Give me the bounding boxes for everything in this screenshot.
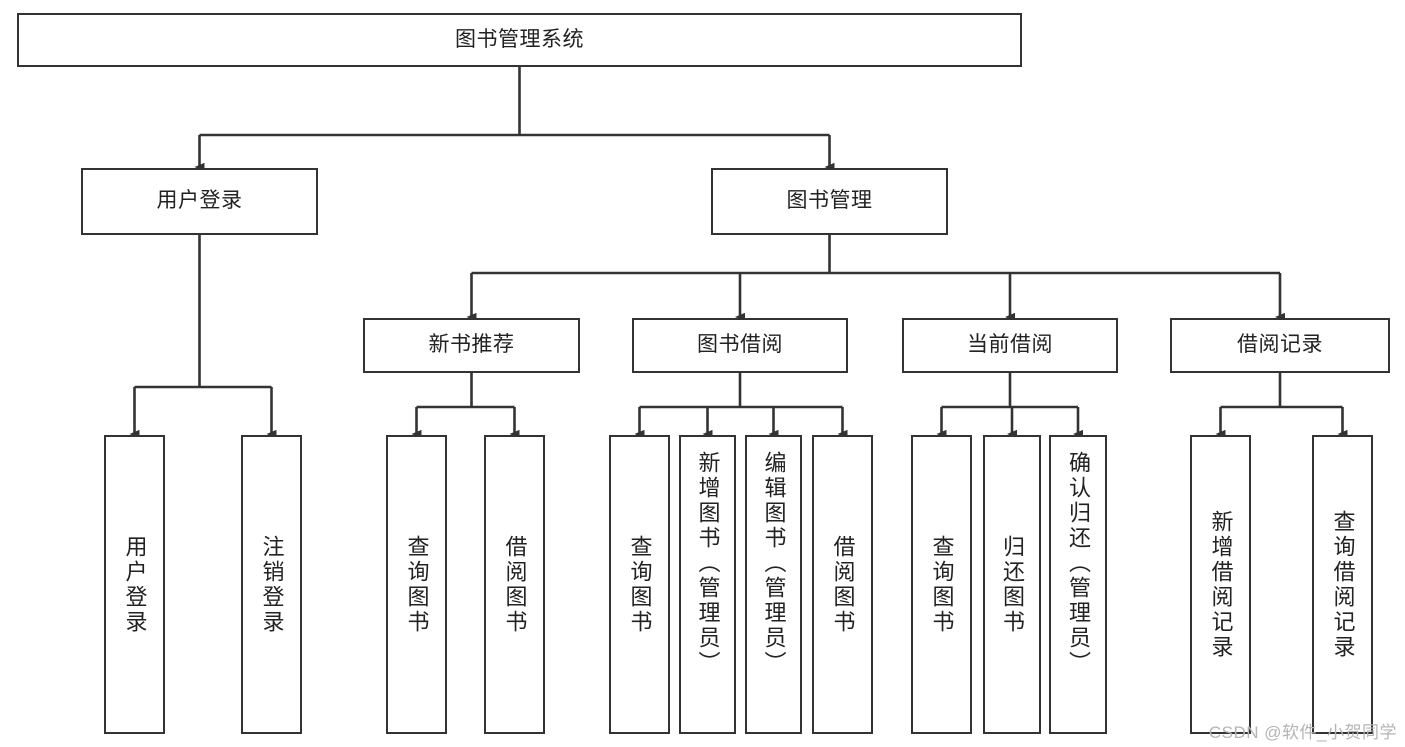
node-leaf-query-book-recommend[interactable]: 查询图书: [386, 435, 447, 734]
node-leaf-user-login-label: 用户登录: [122, 534, 148, 635]
connector-group: [129, 67, 1348, 439]
node-borrow-record[interactable]: 借阅记录: [1170, 318, 1390, 373]
node-leaf-user-logout-label: 注销登录: [259, 534, 285, 635]
node-book-borrow[interactable]: 图书借阅: [632, 318, 848, 373]
node-leaf-add-book-admin-label: 新增图书（管理员）: [695, 451, 721, 676]
node-leaf-user-logout[interactable]: 注销登录: [241, 435, 302, 734]
node-leaf-query-borrow-record[interactable]: 查询借阅记录: [1312, 435, 1373, 734]
node-leaf-edit-book-admin[interactable]: 编辑图书（管理员）: [745, 435, 802, 734]
node-book-borrow-label: 图书借阅: [697, 333, 783, 357]
node-leaf-add-borrow-record-label: 新增借阅记录: [1208, 509, 1234, 660]
node-leaf-borrow-book-label: 借阅图书: [830, 534, 856, 635]
node-leaf-query-book-recommend-label: 查询图书: [404, 534, 430, 635]
node-leaf-add-book-admin[interactable]: 新增图书（管理员）: [679, 435, 736, 734]
node-leaf-query-book[interactable]: 查询图书: [609, 435, 670, 734]
node-leaf-add-borrow-record[interactable]: 新增借阅记录: [1190, 435, 1251, 734]
node-leaf-query-book-current-label: 查询图书: [929, 534, 955, 635]
node-book-management-module-label: 图书管理: [786, 189, 873, 213]
node-user-login-module-label: 用户登录: [156, 189, 243, 213]
node-current-borrow[interactable]: 当前借阅: [902, 318, 1118, 373]
node-root[interactable]: 图书管理系统: [17, 13, 1022, 67]
node-current-borrow-label: 当前借阅: [967, 333, 1053, 357]
node-new-book-recommend[interactable]: 新书推荐: [363, 318, 580, 373]
node-leaf-borrow-book-recommend-label: 借阅图书: [502, 534, 528, 635]
node-leaf-confirm-return-admin[interactable]: 确认归还（管理员）: [1049, 435, 1107, 734]
node-leaf-borrow-book-recommend[interactable]: 借阅图书: [484, 435, 545, 734]
node-leaf-query-borrow-record-label: 查询借阅记录: [1330, 509, 1356, 660]
node-leaf-query-book-current[interactable]: 查询图书: [911, 435, 972, 734]
node-user-login-module[interactable]: 用户登录: [81, 168, 318, 235]
node-leaf-return-book-label: 归还图书: [1000, 534, 1025, 635]
node-new-book-recommend-label: 新书推荐: [428, 333, 515, 357]
node-leaf-query-book-label: 查询图书: [627, 534, 653, 635]
node-leaf-return-book[interactable]: 归还图书: [983, 435, 1041, 734]
node-root-label: 图书管理系统: [455, 27, 584, 51]
node-leaf-confirm-return-admin-label: 确认归还（管理员）: [1066, 451, 1091, 676]
node-leaf-user-login[interactable]: 用户登录: [104, 435, 165, 734]
node-borrow-record-label: 借阅记录: [1237, 333, 1323, 357]
node-leaf-edit-book-admin-label: 编辑图书（管理员）: [761, 451, 787, 676]
node-book-management-module[interactable]: 图书管理: [711, 168, 948, 235]
node-leaf-borrow-book[interactable]: 借阅图书: [812, 435, 873, 734]
